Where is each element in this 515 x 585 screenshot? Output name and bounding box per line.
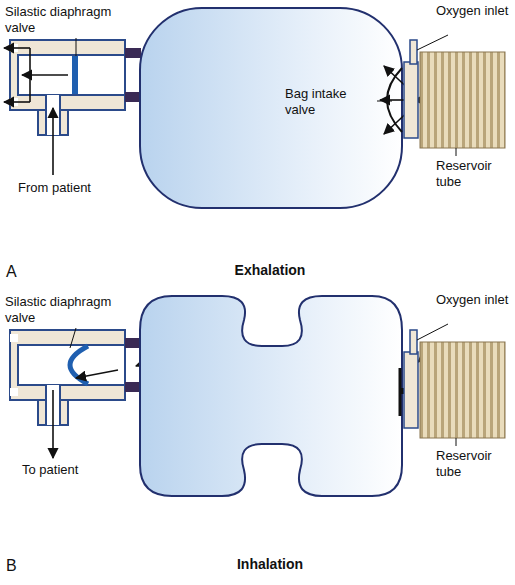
panel-letter: A xyxy=(6,262,30,281)
connector-collar xyxy=(125,338,141,392)
flow-arrows-part xyxy=(4,47,30,49)
connector-collar-part xyxy=(125,382,141,392)
valve-housing-part xyxy=(59,95,61,135)
flow-arrows-part xyxy=(22,74,68,76)
connector-collar-part xyxy=(125,338,141,348)
diaphragm-valve xyxy=(70,346,88,384)
valve-housing-part xyxy=(45,385,47,425)
panel-letter: B xyxy=(6,556,30,575)
connector-collar xyxy=(125,48,141,102)
leader-lines-part xyxy=(456,438,457,446)
valve-housing-part xyxy=(10,388,18,396)
connector-collar-part xyxy=(125,48,141,58)
panel-title: Exhalation xyxy=(205,262,335,279)
flow-arrows-part xyxy=(52,390,54,458)
part-label: Silastic diaphragm valve xyxy=(5,4,140,36)
valve-housing-part xyxy=(45,95,47,135)
part-label: Reservoir tube xyxy=(436,448,511,480)
leader-lines-part xyxy=(417,35,448,50)
valve-housing-part xyxy=(59,385,61,425)
flow-arrows-part xyxy=(52,108,54,175)
leader-lines-part xyxy=(377,101,392,102)
oxygen-inlet-part xyxy=(404,62,418,138)
oxygen-inlet-part xyxy=(410,40,417,64)
leader-lines-part xyxy=(76,38,77,56)
flow-arrows-part xyxy=(29,48,31,75)
flow-arrows xyxy=(4,48,68,175)
reservoir-tube xyxy=(420,342,505,438)
valve-housing-part xyxy=(10,330,125,400)
oxygen-inlet xyxy=(404,40,418,138)
leader-lines-part xyxy=(417,324,448,340)
valve-housing-part xyxy=(10,40,125,110)
bag xyxy=(140,296,402,496)
part-label: Reservoir tube xyxy=(436,158,511,190)
oxygen-inlet xyxy=(404,330,418,428)
leader-lines xyxy=(76,35,456,156)
oxygen-inlet-part xyxy=(404,352,418,428)
oxygen-inlet-part xyxy=(410,330,417,354)
panel-title: Inhalation xyxy=(205,556,335,573)
connector-collar-part xyxy=(125,92,141,102)
leader-lines-part xyxy=(456,148,457,156)
part-label: Silastic diaphragm valve xyxy=(5,294,140,326)
panel-b xyxy=(10,296,505,496)
reservoir-tube xyxy=(420,52,505,148)
bag xyxy=(140,8,402,208)
valve-housing xyxy=(10,330,125,425)
flow-arrows-part xyxy=(29,75,31,102)
valve-housing xyxy=(10,40,125,135)
part-label: Oxygen inlet xyxy=(436,3,511,19)
valve-housing-part xyxy=(18,55,125,95)
leader-lines xyxy=(70,324,456,446)
part-label: To patient xyxy=(22,462,122,478)
part-label: From patient xyxy=(18,180,118,196)
leader-lines-part xyxy=(70,328,76,348)
diaphragm-valve xyxy=(72,56,78,94)
part-label: Bag intake valve xyxy=(285,86,375,118)
panel-a xyxy=(4,8,505,208)
part-label: Oxygen inlet xyxy=(436,292,511,308)
flow-arrows-part xyxy=(4,101,30,103)
valve-housing-part xyxy=(10,334,18,342)
valve-housing-part xyxy=(18,345,125,385)
flow-arrows-part xyxy=(76,370,118,378)
